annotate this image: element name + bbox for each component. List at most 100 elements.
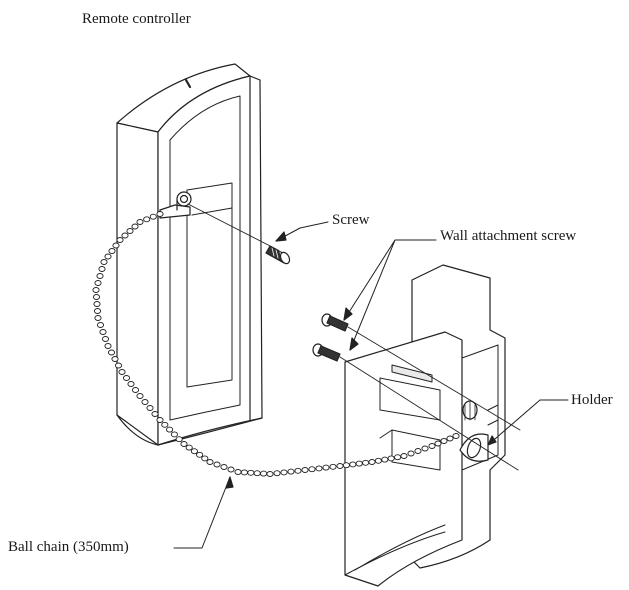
chain-bead [240, 469, 248, 476]
holder-leader-line [487, 399, 569, 446]
chain-bead [342, 462, 350, 469]
holder-upper-window [391, 364, 433, 383]
label-screw: Screw [332, 212, 370, 228]
holder-upper-slot [462, 400, 478, 421]
chain-bead [440, 438, 448, 444]
chain-bead [206, 459, 214, 465]
chain-bead [253, 470, 261, 477]
chain-bead [355, 460, 363, 467]
chain-bead [170, 431, 178, 438]
label-remote-controller: Remote controller [82, 11, 191, 27]
remote-display-window [186, 182, 233, 388]
chain-bead [266, 471, 274, 477]
remote-bevel [169, 95, 241, 421]
chain-bead [156, 417, 164, 423]
chain-bead [308, 466, 316, 473]
chain-bead [112, 242, 120, 249]
ball-chain-leader [173, 476, 231, 549]
chain-bead [336, 463, 344, 469]
chain-bead [100, 259, 108, 265]
chain-bead [136, 219, 144, 225]
chain-bead [287, 468, 295, 475]
chain-bead [111, 356, 119, 362]
chain-bead [180, 441, 188, 447]
chain-bead [220, 464, 228, 470]
remote-screw-guide-line [187, 203, 279, 251]
wall-screw-guide-lower [339, 356, 519, 471]
label-wall-attachment-screw: Wall attachment screw [440, 228, 577, 244]
chain-bead [434, 440, 442, 447]
chain-bead [394, 454, 402, 461]
chain-bead [190, 448, 198, 455]
chain-bead [428, 443, 436, 449]
chain-bead [94, 280, 102, 286]
chain-bead [161, 421, 169, 428]
chain-bead [446, 435, 454, 442]
chain-bead [93, 308, 102, 314]
chain-bead [387, 455, 395, 462]
chain-bead [156, 211, 164, 217]
chain-bead [227, 466, 235, 473]
chain-bead [99, 329, 107, 335]
remote-screw [265, 245, 291, 265]
chain-bead [151, 411, 159, 417]
label-ball-chain: Ball chain (350mm) [8, 539, 129, 555]
label-holder: Holder [571, 392, 613, 408]
chain-bead [143, 216, 151, 223]
chain-bead [260, 470, 268, 477]
chain-bead [96, 273, 104, 279]
chain-bead [315, 465, 323, 472]
ball-chain [92, 211, 460, 477]
chain-bead [104, 343, 112, 349]
chain-bead [175, 436, 183, 443]
chain-bead [94, 315, 102, 321]
chain-bead [322, 464, 330, 471]
chain-bead [166, 426, 174, 433]
chain-bead [104, 253, 112, 260]
chain-bead [362, 459, 370, 466]
chain-bead [368, 459, 376, 465]
chain-bead [381, 456, 389, 463]
chain-bead [121, 232, 129, 239]
chain-bead [126, 228, 134, 234]
chain-bead [149, 213, 157, 220]
chain-bead [349, 461, 357, 468]
chain-bead [92, 294, 101, 300]
chain-bead [329, 463, 337, 470]
chain-bead [116, 237, 124, 243]
chain-bead [273, 470, 281, 477]
chain-bead [118, 369, 126, 375]
chain-bead [93, 301, 101, 307]
chain-bead [136, 393, 144, 399]
holder [344, 264, 506, 587]
chain-bead [107, 349, 116, 356]
chain-bead [247, 469, 255, 476]
wall-screw-guide-upper [347, 326, 521, 431]
remote-controller [116, 63, 279, 446]
wall-screw-upper [321, 313, 349, 332]
chain-bead [122, 375, 131, 381]
chain-bead [400, 453, 408, 459]
chain-bead [414, 448, 422, 454]
chain-bead [141, 399, 149, 405]
chain-bead [196, 451, 204, 458]
chain-bead [96, 322, 105, 328]
chain-bead [127, 381, 135, 387]
chain-bead [101, 336, 110, 342]
chain-bead [131, 387, 140, 393]
holder-lower-slot [459, 433, 489, 462]
chain-bead [185, 444, 193, 451]
holder-front-shell [344, 331, 463, 587]
chain-bead [234, 469, 242, 475]
chain-bead [201, 455, 209, 462]
remote-bottom-edge [116, 414, 263, 446]
chain-bead [114, 362, 123, 369]
chain-bead [421, 445, 429, 452]
chain-bead [108, 248, 116, 254]
wall-screw-lower [312, 343, 341, 362]
chain-bead [213, 461, 221, 468]
chain-bead [146, 405, 154, 411]
chain-bead [131, 223, 139, 230]
